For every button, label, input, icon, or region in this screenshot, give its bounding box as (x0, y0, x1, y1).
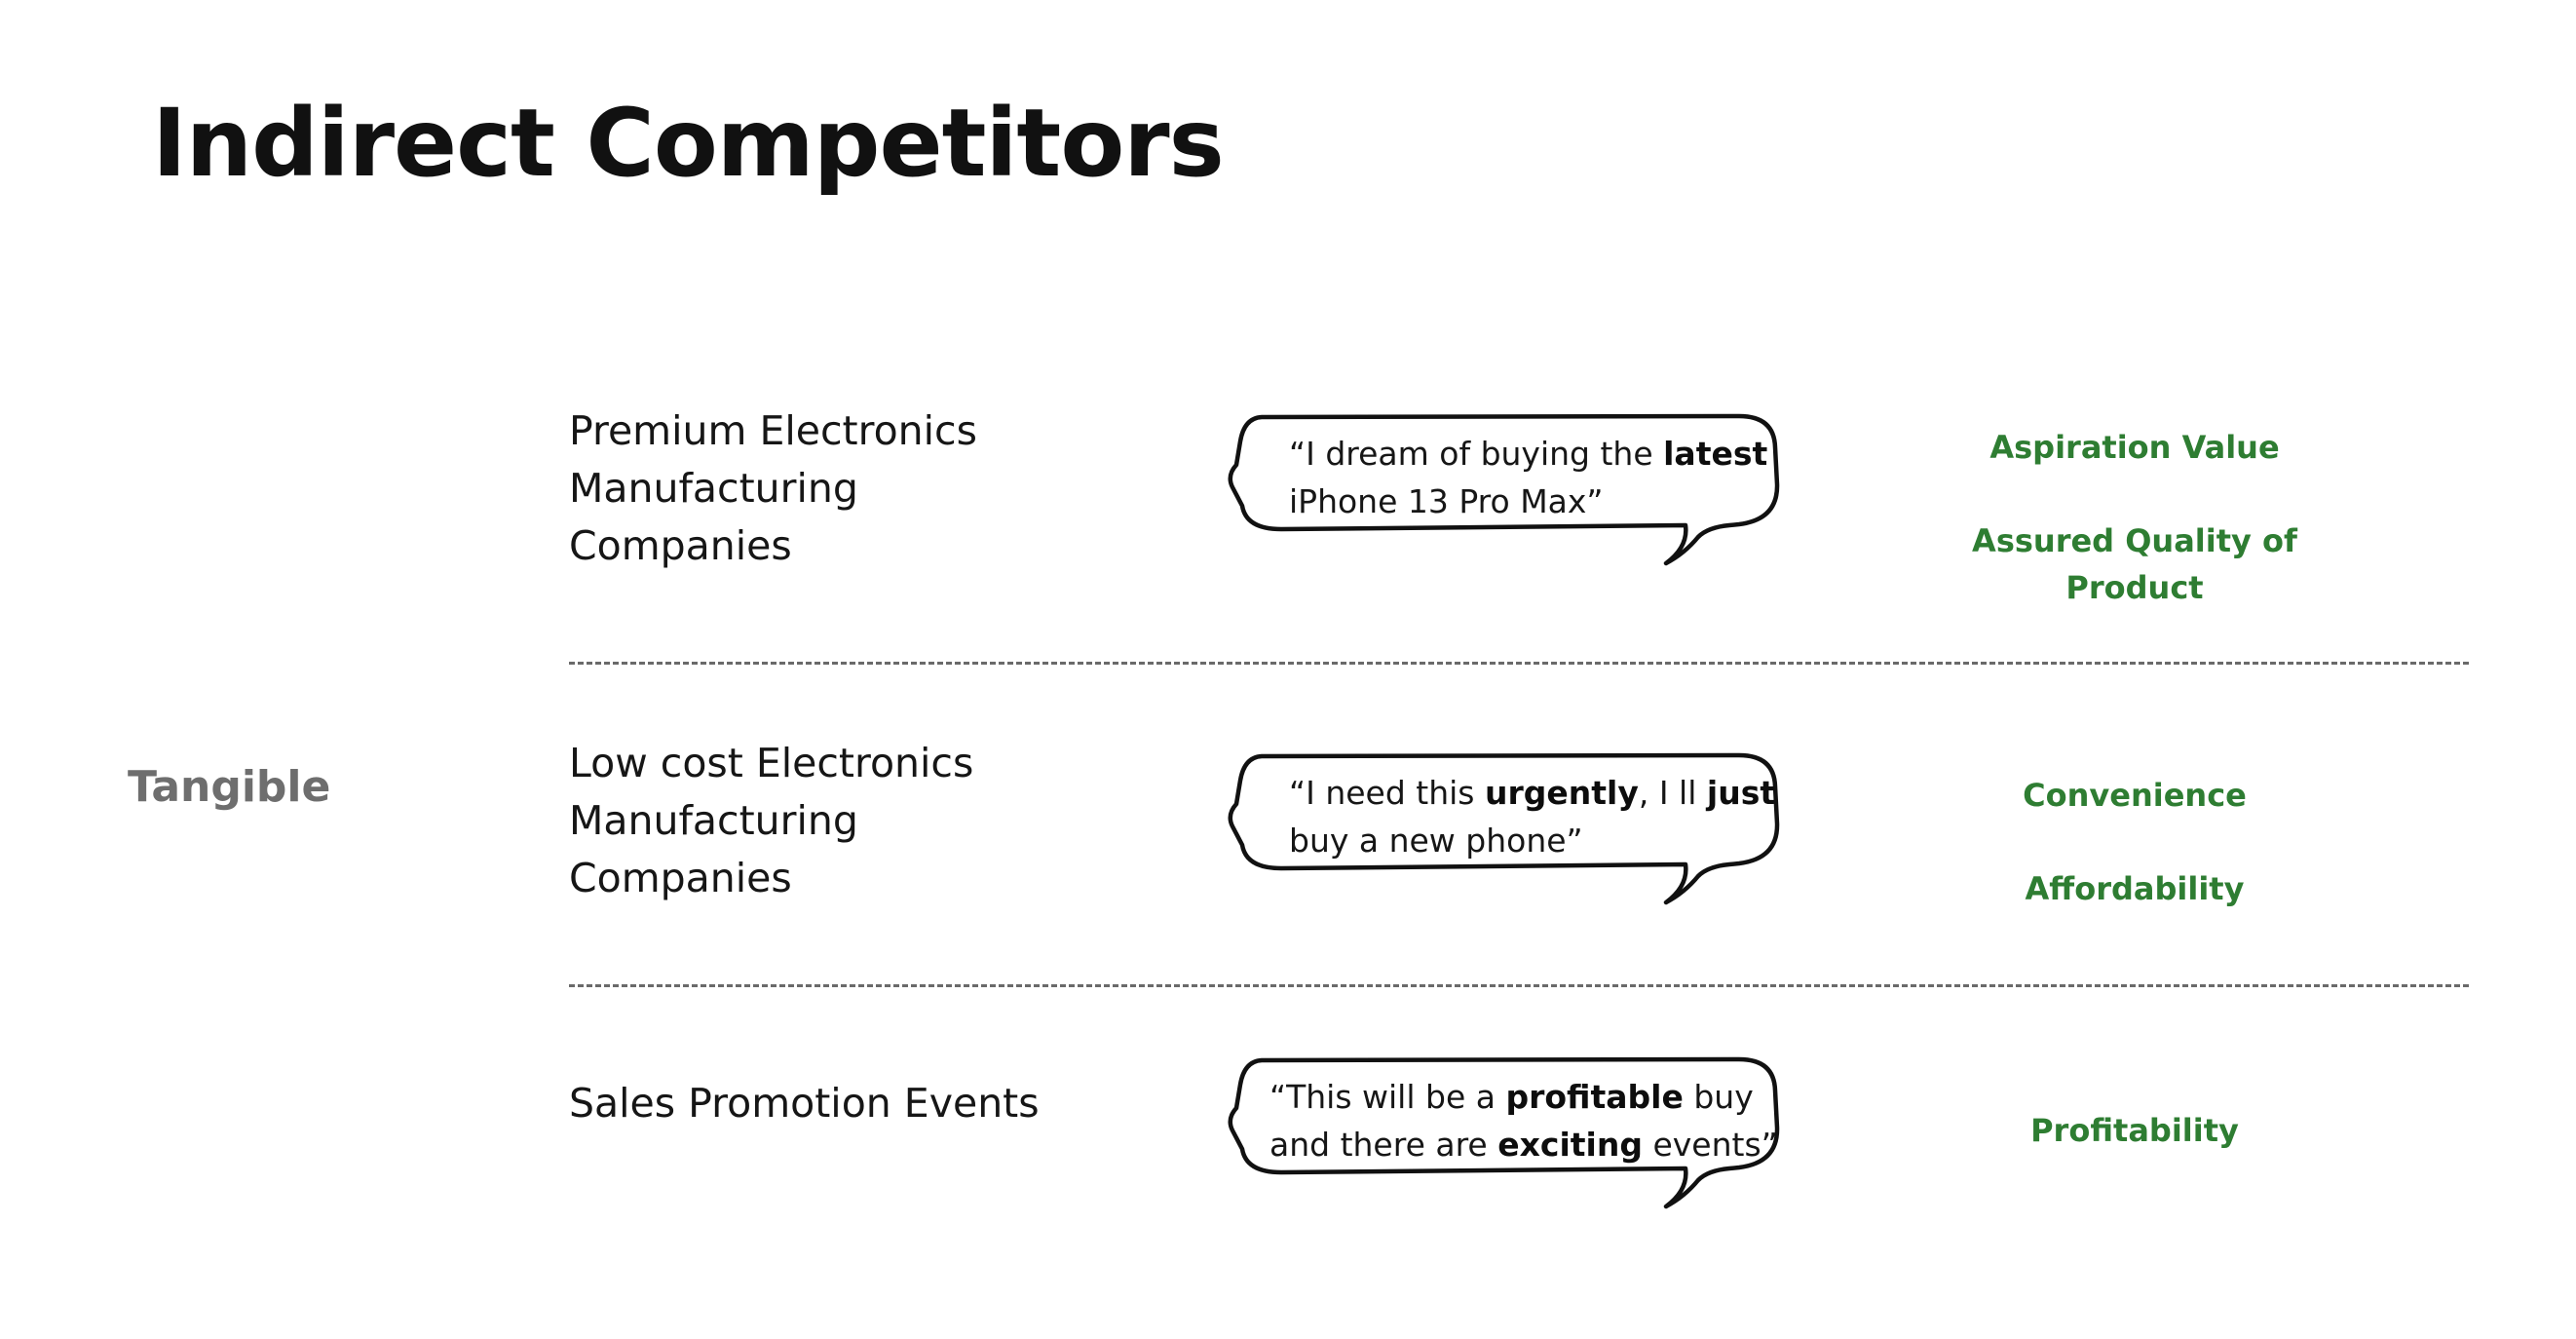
competitor-line: Premium Electronics (569, 407, 977, 454)
quote-line: “I dream of buying the latest (1289, 435, 1768, 473)
value-label: Product (2065, 569, 2204, 606)
speech-bubble-low-cost: “I need this urgently, I ll just buy a n… (1223, 752, 1780, 909)
speech-bubble-premium: “I dream of buying the latest iPhone 13 … (1223, 413, 1780, 570)
quote-text: “I need this urgently, I ll just buy a n… (1289, 769, 1775, 864)
competitor-low-cost-electronics: Low cost Electronics Manufacturing Compa… (569, 735, 973, 907)
value-label: Convenience (2023, 777, 2247, 814)
competitor-line: Manufacturing (569, 797, 858, 844)
value-list-premium: Aspiration Value Assured Quality of Prod… (1940, 424, 2330, 611)
competitor-line: Low cost Electronics (569, 740, 974, 786)
row-divider (569, 984, 2469, 987)
page-title: Indirect Competitors (152, 89, 1225, 198)
competitor-premium-electronics: Premium Electronics Manufacturing Compan… (569, 402, 977, 575)
quote-line: “I need this urgently, I ll just (1289, 774, 1776, 812)
speech-bubble-sales-promotion: “This will be a profitable buy and there… (1223, 1056, 1780, 1213)
value-label: Profitability (2030, 1112, 2239, 1149)
competitor-line: Companies (569, 522, 792, 569)
speech-bubble-outline (1228, 413, 1780, 566)
row-divider (569, 662, 2469, 665)
competitor-line: Companies (569, 855, 792, 901)
quote-line: and there are exciting events” (1269, 1126, 1778, 1164)
category-label: Tangible (128, 762, 331, 812)
quote-line: “This will be a profitable buy (1269, 1078, 1754, 1116)
quote-line: iPhone 13 Pro Max” (1289, 482, 1604, 520)
speech-bubble-outline (1228, 1056, 1780, 1209)
quote-line: buy a new phone” (1289, 822, 1583, 860)
competitor-sales-promotion-events: Sales Promotion Events (569, 1075, 1040, 1132)
speech-bubble-outline (1228, 752, 1780, 905)
quote-text: “I dream of buying the latest iPhone 13 … (1289, 430, 1767, 525)
value-list-sales-promotion: Profitability (1940, 1107, 2330, 1154)
value-label: Aspiration Value (1989, 429, 2280, 466)
competitor-line: Sales Promotion Events (569, 1080, 1040, 1127)
quote-text: “This will be a profitable buy and there… (1269, 1073, 1778, 1168)
value-label: Affordability (2025, 870, 2245, 907)
value-list-low-cost: Convenience Affordability (1940, 772, 2330, 912)
competitor-line: Manufacturing (569, 465, 858, 512)
value-label: Assured Quality of (1972, 522, 2297, 559)
